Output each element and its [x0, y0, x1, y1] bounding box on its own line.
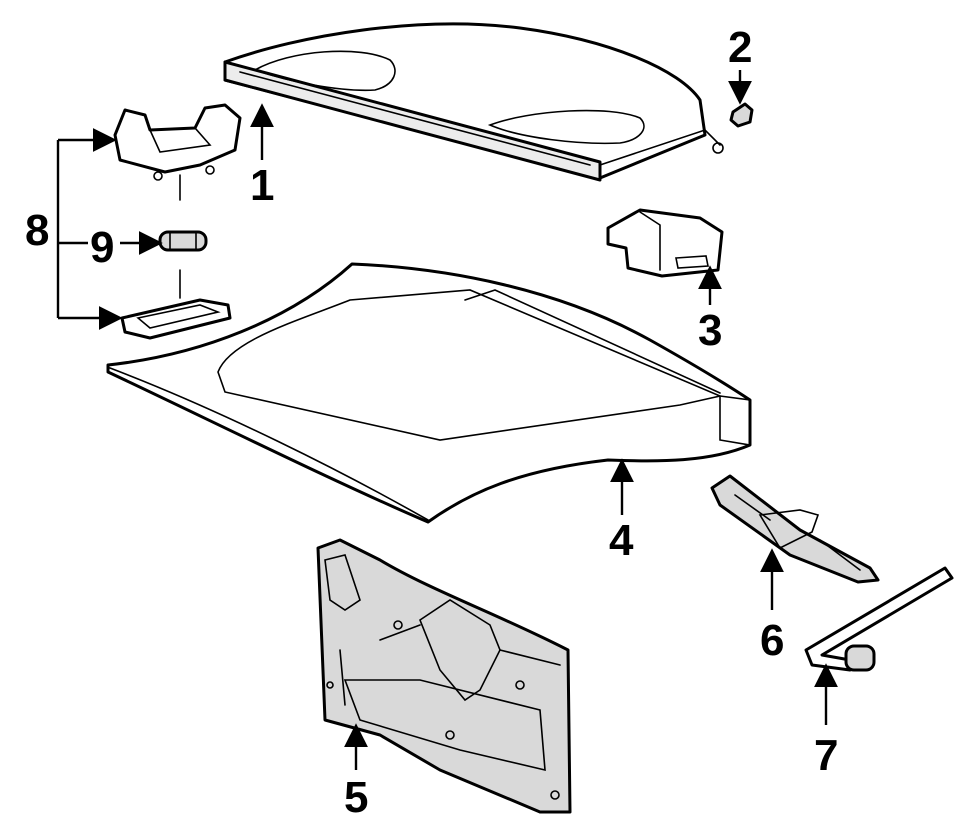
callout-4: 4 — [609, 516, 634, 565]
lug-wrench-part — [804, 566, 954, 672]
clip-part — [729, 102, 754, 128]
callout-9: 9 — [90, 223, 114, 272]
callout-3: 3 — [698, 306, 722, 355]
bracket-part — [606, 208, 724, 278]
lamp-lens-part — [120, 269, 232, 340]
bulb-part — [158, 230, 208, 252]
lamp-housing-part — [113, 103, 242, 201]
rear-panel-trim-part — [316, 538, 572, 814]
callout-1: 1 — [250, 161, 274, 210]
trunk-floor-panel-part — [106, 262, 752, 524]
package-tray-part — [223, 22, 724, 182]
callout-5: 5 — [344, 773, 368, 822]
callout-7: 7 — [814, 731, 838, 780]
scissor-jack-part — [710, 474, 880, 584]
callout-6: 6 — [760, 616, 784, 665]
callout-2: 2 — [728, 23, 752, 72]
callout-8: 8 — [25, 206, 49, 255]
leader-lines — [120, 70, 838, 770]
callout-bracket-8 — [56, 128, 123, 330]
